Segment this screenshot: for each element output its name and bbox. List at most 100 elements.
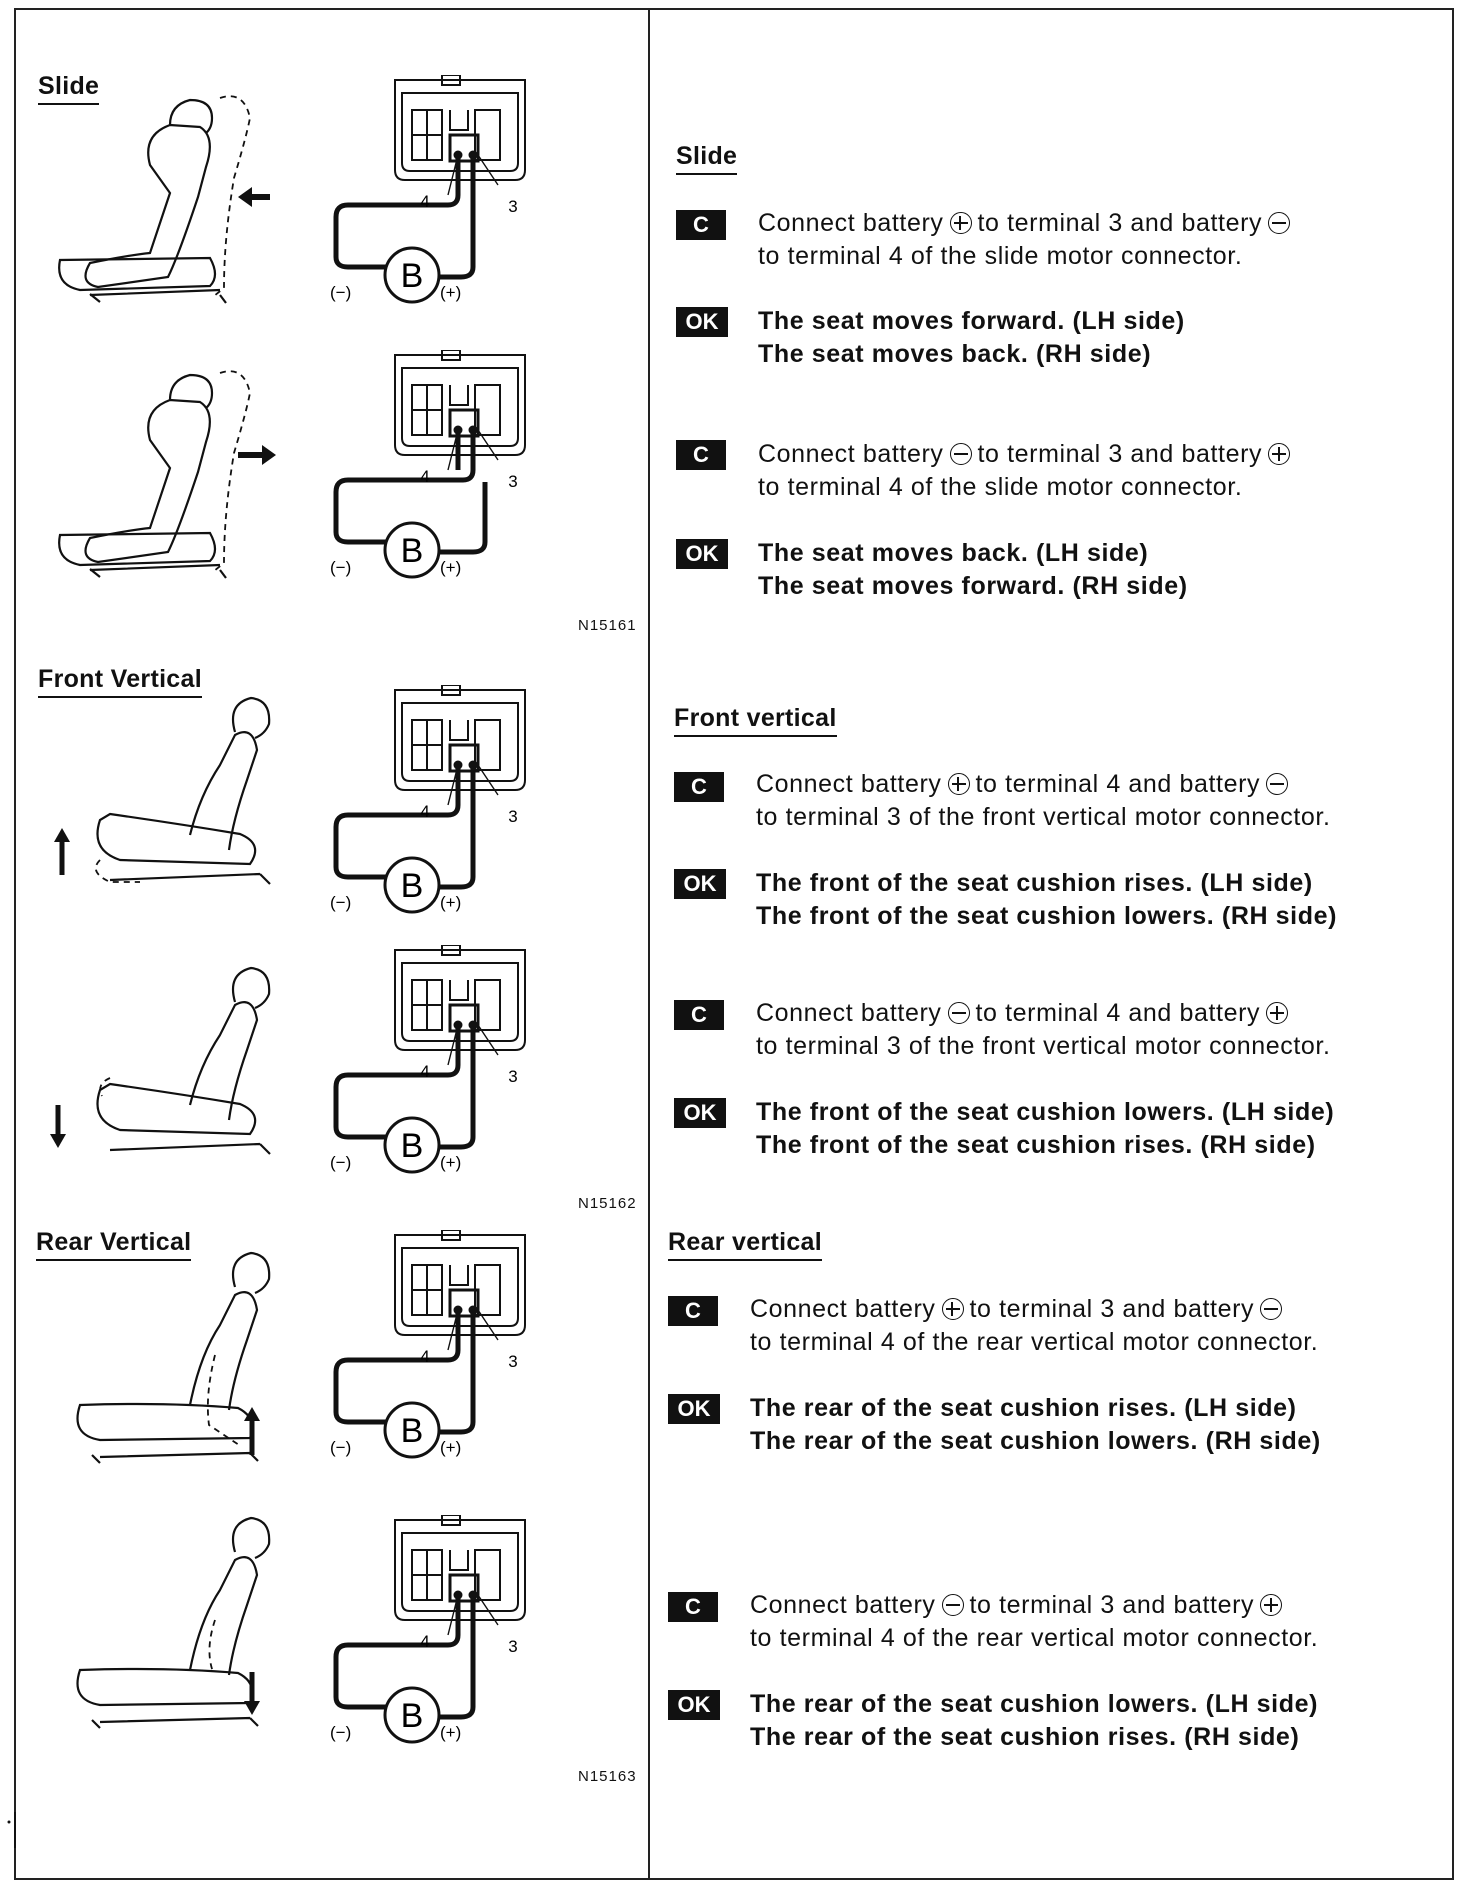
rear-ok-2-line-1: The rear of the seat cushion lowers. (LH… [750,1690,1318,1718]
minus-symbol-icon [947,1002,970,1024]
terminal-3-label: 3 [508,1352,517,1371]
plus-symbol-icon [949,212,972,234]
front-check-1-line-2: to terminal 3 of the front vertical moto… [756,803,1331,831]
slide-section-title: Slide [676,142,738,175]
front-ok-1-line-1: The front of the seat cushion rises. (LH… [756,869,1313,897]
negative-label: (−) [330,1438,351,1457]
rear-check-1-line-2: to terminal 4 of the rear vertical motor… [750,1328,1319,1356]
front-vertical-section-title: Front vertical [674,704,837,737]
minus-symbol-icon [1260,1298,1283,1320]
slide-ok-2-line-1: The seat moves back. (LH side) [758,539,1149,567]
seat-slide-forward-figure [58,95,270,304]
minus-symbol-icon [1266,773,1289,795]
ok-tag: OK [674,869,726,899]
rear-ok-2-line-2: The rear of the seat cushion rises. (RH … [750,1723,1300,1751]
positive-label: (+) [440,893,461,912]
battery-label: B [401,532,424,570]
front-check-2-line-2: to terminal 3 of the front vertical moto… [756,1032,1331,1060]
check-tag: C [668,1296,718,1326]
front-ok-2-line-2: The front of the seat cushion rises. (RH… [756,1131,1316,1159]
terminal-4-label: 4 [420,467,429,486]
slide-ok-1-line-1: The seat moves forward. (LH side) [758,307,1185,335]
negative-label: (−) [330,1153,351,1172]
page-frame [14,8,1454,1880]
terminal-3-label: 3 [508,1067,517,1086]
seat-front-rises-figure [54,696,271,885]
slide-check-2-line-2: to terminal 4 of the slide motor connect… [758,473,1243,501]
figure-code-front-vertical: N15162 [578,1195,637,1212]
minus-symbol-icon [949,443,972,465]
battery-label: B [401,257,424,295]
battery-label: B [401,867,424,905]
terminal-3-label: 3 [508,197,517,216]
check-tag: C [676,210,726,240]
seat-front-lowers-figure [50,966,271,1155]
rear-check-2-line-2: to terminal 4 of the rear vertical motor… [750,1624,1319,1652]
positive-label: (+) [440,1723,461,1742]
ok-tag: OK [676,307,728,337]
front-ok-1-line-2: The front of the seat cushion lowers. (R… [756,902,1338,930]
ok-tag: OK [668,1690,720,1720]
check-tag: C [674,1000,724,1030]
positive-label: (+) [440,283,461,302]
minus-symbol-icon [941,1594,964,1616]
plus-symbol-icon [1268,443,1291,465]
positive-label: (+) [440,558,461,577]
ok-tag: OK [674,1098,726,1128]
front-ok-2-line-1: The front of the seat cushion lowers. (L… [756,1098,1335,1126]
terminal-4-label: 4 [420,1062,429,1081]
rear-ok-1-line-1: The rear of the seat cushion rises. (LH … [750,1394,1297,1422]
rear-vertical-figure-title: Rear Vertical [36,1228,192,1261]
negative-label: (−) [330,558,351,577]
slide-figure-title: Slide [38,72,100,105]
terminal-3-label: 3 [508,472,517,491]
rear-vertical-section-title: Rear vertical [668,1228,822,1261]
slide-ok-2-line-2: The seat moves forward. (RH side) [758,572,1188,600]
connector-diagram-slide-2: B 4 3 (−) (+) [330,350,526,579]
minus-symbol-icon [1268,212,1291,234]
plus-symbol-icon [1266,1002,1289,1024]
figure-code-slide: N15161 [578,617,637,634]
column-divider [648,8,650,1880]
plus-symbol-icon [1260,1594,1283,1616]
plus-symbol-icon [947,773,970,795]
ok-tag: OK [676,539,728,569]
plus-symbol-icon [941,1298,964,1320]
terminal-4-label: 4 [420,802,429,821]
terminal-3-label: 3 [508,1637,517,1656]
positive-label: (+) [440,1438,461,1457]
positive-label: (+) [440,1153,461,1172]
connector-diagram-rear-1: B 4 3 (−) (+) [330,1230,526,1459]
terminal-3-label: 3 [508,807,517,826]
slide-check-1-line-2: to terminal 4 of the slide motor connect… [758,242,1243,270]
seat-rear-lowers-figure [76,1516,271,1729]
margin-mark [7,1812,16,1848]
connector-diagram-front-1: B 4 3 (−) (+) [330,685,526,914]
check-tag: C [676,440,726,470]
connector-diagram-slide-1: B 4 3 (−) (+) [330,75,526,304]
slide-ok-1-line-2: The seat moves back. (RH side) [758,340,1152,368]
seat-slide-back-figure [58,370,276,579]
negative-label: (−) [330,283,351,302]
battery-label: B [401,1697,424,1735]
rear-ok-1-line-2: The rear of the seat cushion lowers. (RH… [750,1427,1321,1455]
battery-label: B [401,1127,424,1165]
figure-code-rear-vertical: N15163 [578,1768,637,1785]
battery-label: B [401,1412,424,1450]
terminal-4-label: 4 [420,1347,429,1366]
check-tag: C [674,772,724,802]
terminal-4-label: 4 [420,192,429,211]
terminal-4-label: 4 [420,1632,429,1651]
seat-rear-rises-figure [76,1251,271,1464]
check-tag: C [668,1592,718,1622]
negative-label: (−) [330,1723,351,1742]
negative-label: (−) [330,893,351,912]
front-vertical-figure-title: Front Vertical [38,665,202,698]
ok-tag: OK [668,1394,720,1424]
